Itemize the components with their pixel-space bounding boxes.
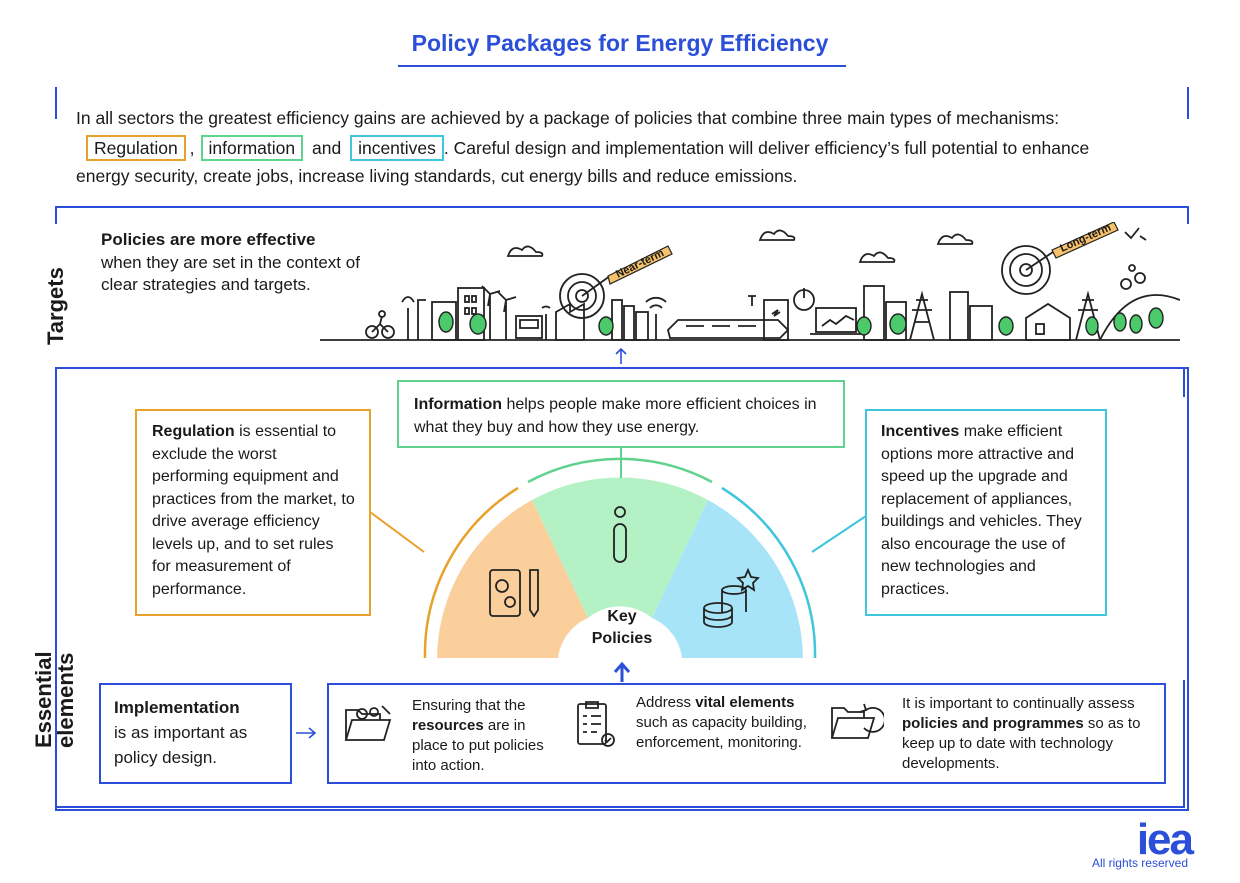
targets-frame	[55, 206, 1189, 224]
resources-folder-icon	[344, 705, 392, 741]
intro-text: In all sectors the greatest efficiency g…	[76, 104, 1186, 190]
intro-line-1: In all sectors the greatest efficiency g…	[76, 108, 1060, 128]
page-title: Policy Packages for Energy Efficiency	[411, 30, 829, 56]
essential-frame-bottom	[55, 806, 1185, 808]
vital-elements-text: Address vital elements such as capacity …	[636, 693, 816, 753]
intro-comma: ,	[189, 138, 195, 158]
review-folder-icon	[830, 703, 884, 739]
information-bold: Information	[414, 396, 502, 413]
arrow-right-icon	[296, 727, 317, 739]
regulation-bold: Regulation	[152, 423, 235, 440]
incentives-tag: incentives	[350, 135, 444, 161]
regulation-text: is essential to exclude the worst perfor…	[152, 423, 355, 598]
targets-text: Policies are more effective when they ar…	[101, 229, 371, 297]
regulation-tag: Regulation	[86, 135, 186, 161]
resources-post: are in place to put policies into action…	[412, 717, 544, 774]
vital-bold: vital elements	[695, 694, 795, 711]
city-skyline-illustration: Near-term Long-term	[320, 222, 1180, 341]
information-box: Information helps people make more effic…	[397, 380, 845, 448]
incentives-box: Incentives make efficient options more a…	[865, 409, 1107, 616]
incentives-text: make efficient options more attractive a…	[881, 423, 1082, 598]
regulation-box: Regulation is essential to exclude the w…	[135, 409, 371, 616]
checklist-icon	[577, 701, 615, 747]
essential-frame-top-right	[1183, 367, 1185, 397]
targets-text-rest: when they are set in the context of clea…	[101, 252, 360, 295]
key-policies-gauge	[423, 457, 817, 659]
title-underline	[398, 65, 846, 67]
implementation-text: is as important as policy design.	[114, 723, 248, 767]
assess-pre: It is important to continually assess	[902, 695, 1135, 712]
arrow-up-icon	[615, 347, 627, 364]
incentives-bold: Incentives	[881, 423, 960, 440]
implementation-box: Implementation is as important as policy…	[99, 683, 292, 784]
intro-line-2: Regulation,information and incentives. C…	[86, 134, 1186, 162]
resources-bold: resources	[412, 717, 484, 734]
elements-box	[327, 683, 1166, 784]
information-tag: information	[200, 135, 304, 161]
arrow-up-bold-icon	[613, 661, 631, 682]
intro-line-3: energy security, create jobs, increase l…	[76, 166, 798, 186]
essential-frame	[55, 367, 1189, 811]
assess-text: It is important to continually assess po…	[902, 694, 1154, 774]
vital-post: such as capacity building, enforcement, …	[636, 714, 807, 751]
targets-text-bold: Policies are more effective	[101, 230, 316, 249]
implementation-bold: Implementation	[114, 698, 240, 717]
essential-frame-top-left	[55, 367, 57, 397]
intro-and: and	[312, 138, 342, 158]
rights-text: All rights reserved	[1091, 856, 1188, 870]
vital-pre: Address	[636, 694, 696, 711]
intro-bracket	[55, 87, 1189, 119]
resources-text: Ensuring that the resources are in place…	[412, 696, 562, 776]
key-policies-line-2: Policies	[591, 630, 653, 647]
assess-post: so as to keep up to date with technology…	[902, 715, 1141, 772]
essential-frame-bottom-left	[55, 680, 57, 808]
assess-bold: policies and programmes	[902, 715, 1084, 732]
iea-logo: iea	[1136, 815, 1194, 864]
key-policies-label: Key Policies	[583, 606, 661, 650]
resources-pre: Ensuring that the	[412, 697, 526, 714]
information-text: helps people make more efficient choices…	[414, 396, 817, 436]
key-policies-line-1: Key	[607, 608, 637, 625]
intro-line-2-rest: . Careful design and implementation will…	[443, 138, 1090, 158]
essential-frame-bottom-right	[1183, 680, 1185, 808]
